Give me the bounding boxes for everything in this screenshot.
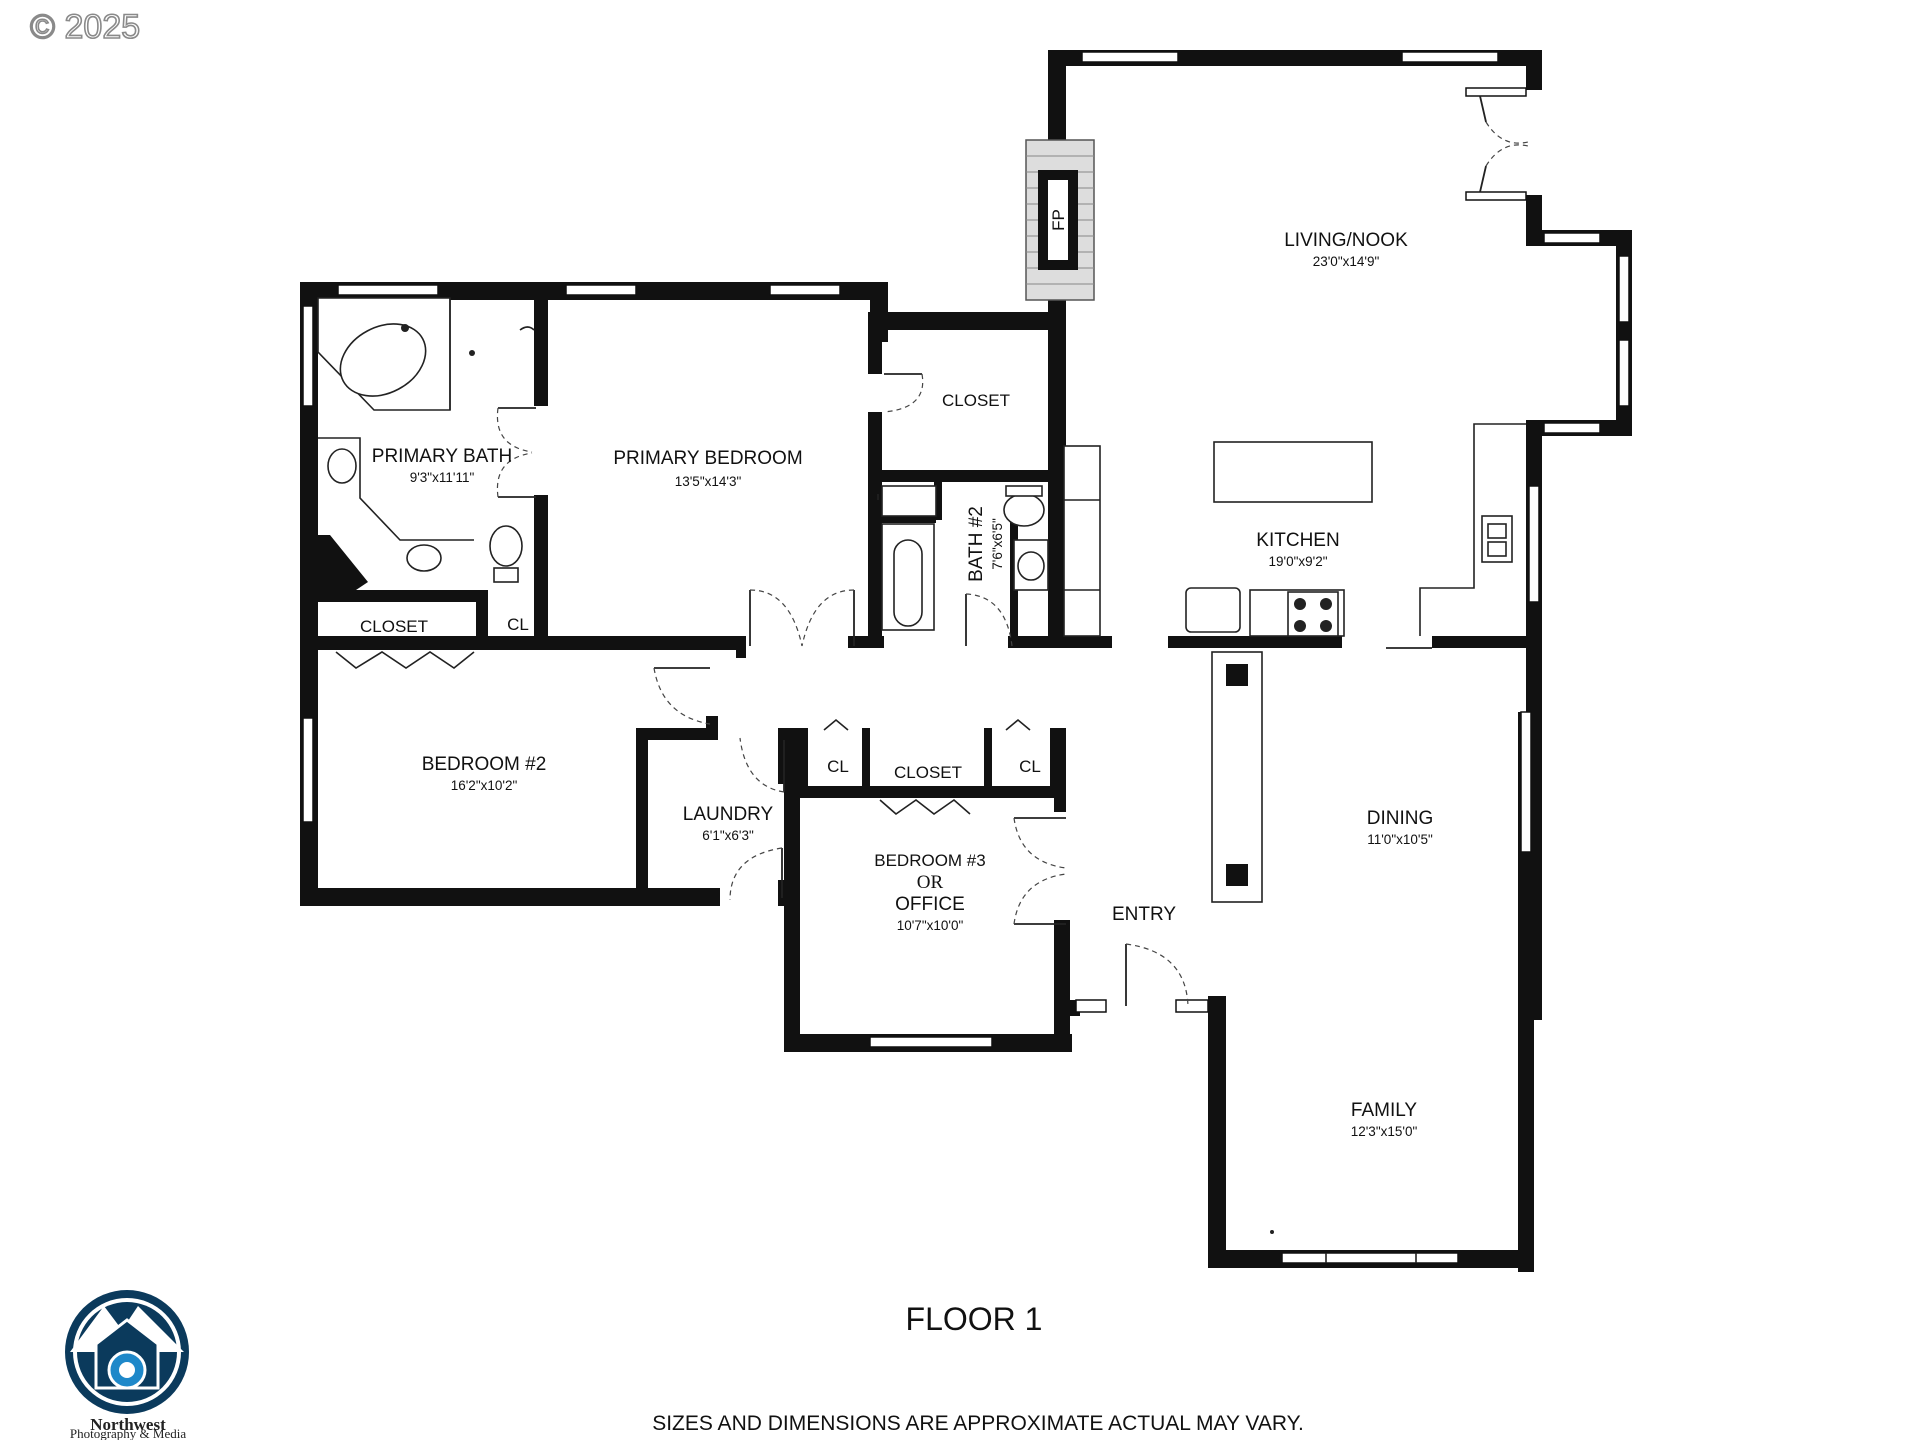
copyright-watermark: © 2025 bbox=[30, 8, 140, 46]
kitchen-size: 19'0"x9'2" bbox=[1268, 554, 1327, 569]
bedroom2-name: BEDROOM #2 bbox=[422, 754, 547, 775]
fireplace-label: FP bbox=[1049, 209, 1068, 231]
bedroom3-name2: OFFICE bbox=[895, 894, 965, 915]
primary-bedroom-size: 13'5"x14'3" bbox=[675, 474, 742, 489]
living-nook-name: LIVING/NOOK bbox=[1284, 230, 1408, 251]
living-nook-size: 23'0"x14'9" bbox=[1313, 254, 1380, 269]
closet-bed2-name: CLOSET bbox=[360, 617, 428, 636]
closet-primary-name: CLOSET bbox=[942, 391, 1010, 410]
bath2-name: BATH #2 bbox=[966, 506, 987, 582]
doors bbox=[335, 95, 1529, 1007]
primary-bedroom-name: PRIMARY BEDROOM bbox=[613, 448, 802, 469]
walls bbox=[300, 50, 1632, 1272]
cl-bath-name: CL bbox=[507, 615, 529, 634]
dining-size: 11'0"x10'5" bbox=[1367, 832, 1433, 847]
bedroom3-or: OR bbox=[917, 872, 944, 893]
cl-left-name: CL bbox=[827, 757, 849, 776]
bedroom3-size: 10'7"x10'0" bbox=[897, 918, 964, 933]
bath2-size: 7'6"x6'5" bbox=[990, 518, 1005, 570]
closet-bed3-name: CLOSET bbox=[894, 763, 962, 782]
cl-right-name: CL bbox=[1019, 757, 1041, 776]
primary-bath-size: 9'3"x11'11" bbox=[410, 470, 475, 485]
fireplace: FP bbox=[1025, 139, 1095, 301]
kitchen-name: KITCHEN bbox=[1256, 530, 1339, 551]
dining-name: DINING bbox=[1367, 808, 1434, 829]
floor-title: FLOOR 1 bbox=[906, 1301, 1043, 1337]
bedroom3-name: BEDROOM #3 bbox=[874, 851, 985, 870]
laundry-size: 6'1"x6'3" bbox=[702, 828, 754, 843]
windows bbox=[302, 51, 1630, 1264]
laundry-name: LAUNDRY bbox=[683, 804, 774, 825]
bedroom2-size: 16'2"x10'2" bbox=[451, 778, 518, 793]
fixtures bbox=[317, 297, 1526, 1234]
logo-line1: Northwest bbox=[90, 1415, 166, 1434]
room-labels: LIVING/NOOK 23'0"x14'9" CLOSET PRIMARY B… bbox=[360, 230, 1433, 1139]
family-name: FAMILY bbox=[1351, 1100, 1417, 1121]
primary-bath-name: PRIMARY BATH bbox=[372, 446, 512, 467]
entry-name: ENTRY bbox=[1112, 904, 1176, 925]
logo-line2: Photography & Media bbox=[70, 1426, 186, 1440]
disclaimer: SIZES AND DIMENSIONS ARE APPROXIMATE ACT… bbox=[652, 1412, 1304, 1435]
family-size: 12'3"x15'0" bbox=[1351, 1124, 1418, 1139]
company-logo: Northwest Photography & Media bbox=[65, 1290, 189, 1440]
